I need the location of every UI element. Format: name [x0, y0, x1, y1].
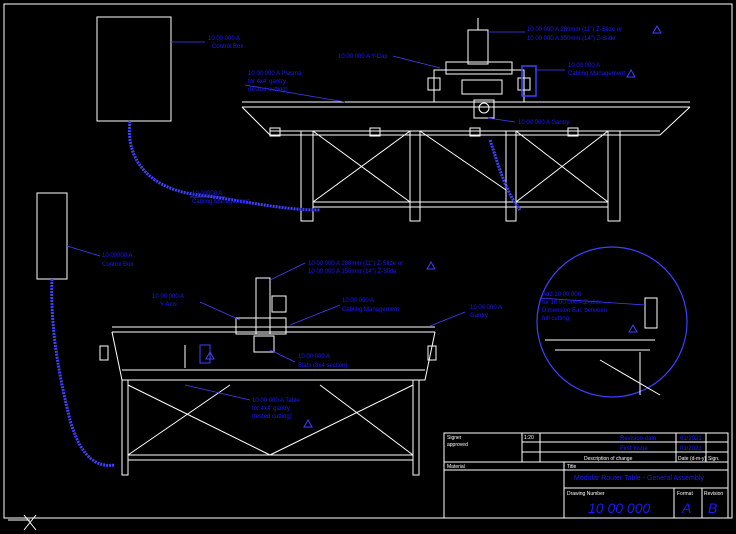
svg-text:Cabling Management: Cabling Management: [568, 71, 625, 77]
svg-text:Format: Format: [677, 491, 693, 497]
svg-text:01/2021: 01/2021: [680, 436, 702, 442]
svg-text:10 00 000 A: 10 00 000 A: [152, 294, 184, 300]
svg-text:10 00 000 A 350mm (14") Z-Sli: 10 00 000 A 350mm (14") Z-Slide: [308, 269, 397, 275]
svg-text:Dimension Bar, between: Dimension Bar, between: [542, 308, 607, 314]
control-box-top: [96, 16, 172, 122]
svg-text:A: A: [681, 500, 691, 516]
top-assembly-view: [96, 16, 691, 222]
svg-text:Slats (3x4 section): Slats (3x4 section): [298, 363, 347, 369]
svg-text:10 00 000 A Table: 10 00 000 A Table: [252, 398, 300, 404]
origin-mark: [8, 514, 37, 531]
svg-text:for 10 00 000 A Z-slide: for 10 00 000 A Z-slide: [542, 300, 603, 306]
svg-text:Drawing Number: Drawing Number: [567, 491, 605, 497]
title-block: [443, 432, 729, 519]
svg-text:Revision: Revision: [704, 491, 723, 497]
svg-text:Gantry: Gantry: [470, 313, 488, 319]
title-block-text: Signer approved 1:20 Revision date 01/20…: [447, 435, 723, 516]
svg-text:approved: approved: [447, 442, 468, 448]
svg-text:Modular Router Table - General: Modular Router Table - General Assembly: [574, 475, 704, 482]
svg-text:Signer: Signer: [447, 435, 462, 441]
svg-text:10 00 000 A Y-Cap: 10 00 000 A Y-Cap: [338, 54, 388, 60]
svg-text:Date (d-m-y): Date (d-m-y): [678, 456, 706, 462]
svg-text:01/2021: 01/2021: [680, 446, 702, 452]
svg-text:10 00 000: 10 00 000: [588, 500, 650, 516]
svg-text:First Issue: First Issue: [620, 446, 648, 452]
cable-top: [127, 120, 321, 212]
svg-text:10 00 000 A: 10 00 000 A: [208, 36, 240, 42]
svg-text:10 00 000 A 350mm (14") Z-Sli: 10 00 000 A 350mm (14") Z-Slide: [527, 36, 616, 42]
svg-text:10 00 000 A: 10 00 000 A: [342, 298, 374, 304]
svg-text:1:20: 1:20: [524, 435, 534, 441]
svg-text:10 00 000 A: 10 00 000 A: [470, 305, 502, 311]
svg-text:B: B: [708, 500, 717, 516]
svg-text:10 00 000 A Gantry: 10 00 000 A Gantry: [518, 120, 569, 126]
control-box-left: [36, 192, 68, 280]
svg-text:Description of change: Description of change: [584, 456, 633, 462]
detail-view: [536, 246, 688, 398]
warning-icons: [205, 24, 662, 428]
svg-text:(tested cutting): (tested cutting): [248, 87, 288, 93]
svg-text:Cabling Management: Cabling Management: [342, 307, 399, 313]
svg-text:Cabling Management: Cabling Management: [192, 199, 249, 205]
svg-text:for 4x4' gantry: for 4x4' gantry: [248, 79, 286, 85]
svg-text:(tested cutting): (tested cutting): [252, 414, 292, 420]
svg-text:full cutting: full cutting: [542, 316, 569, 322]
svg-text:10 00 000 A: 10 00 000 A: [568, 63, 600, 69]
svg-text:for 4x4' gantry: for 4x4' gantry: [252, 406, 290, 412]
callouts: 10 00 000 A Control Box 10 00 000 A Y-Ca…: [102, 27, 625, 420]
svg-text:10 00000 A: 10 00000 A: [102, 253, 132, 259]
svg-text:Control Box: Control Box: [102, 262, 133, 268]
svg-text:Material: Material: [447, 464, 465, 470]
cable-front: [50, 278, 116, 467]
svg-text:Control Box: Control Box: [212, 44, 243, 50]
svg-text:Add 10 00 000: Add 10 00 000: [542, 292, 582, 298]
svg-text:Sign.: Sign.: [708, 456, 719, 462]
svg-text:Y-Axis: Y-Axis: [160, 302, 177, 308]
svg-text:10 00000 A: 10 00000 A: [192, 191, 222, 197]
svg-text:10 00 000 A 280mm (11") Z-Sli: 10 00 000 A 280mm (11") Z-Slide or: [308, 261, 403, 267]
sheet-border: [3, 3, 733, 519]
svg-text:10 00 000 A: 10 00 000 A: [298, 354, 330, 360]
front-assembly-view: [36, 192, 437, 476]
svg-text:10 00 000 A Plasma: 10 00 000 A Plasma: [248, 71, 302, 77]
svg-text:Revision date: Revision date: [620, 436, 657, 442]
svg-text:10 00 000 A 280mm (11") Z-Sli: 10 00 000 A 280mm (11") Z-Slide or: [527, 27, 622, 33]
svg-text:Title: Title: [567, 464, 576, 470]
